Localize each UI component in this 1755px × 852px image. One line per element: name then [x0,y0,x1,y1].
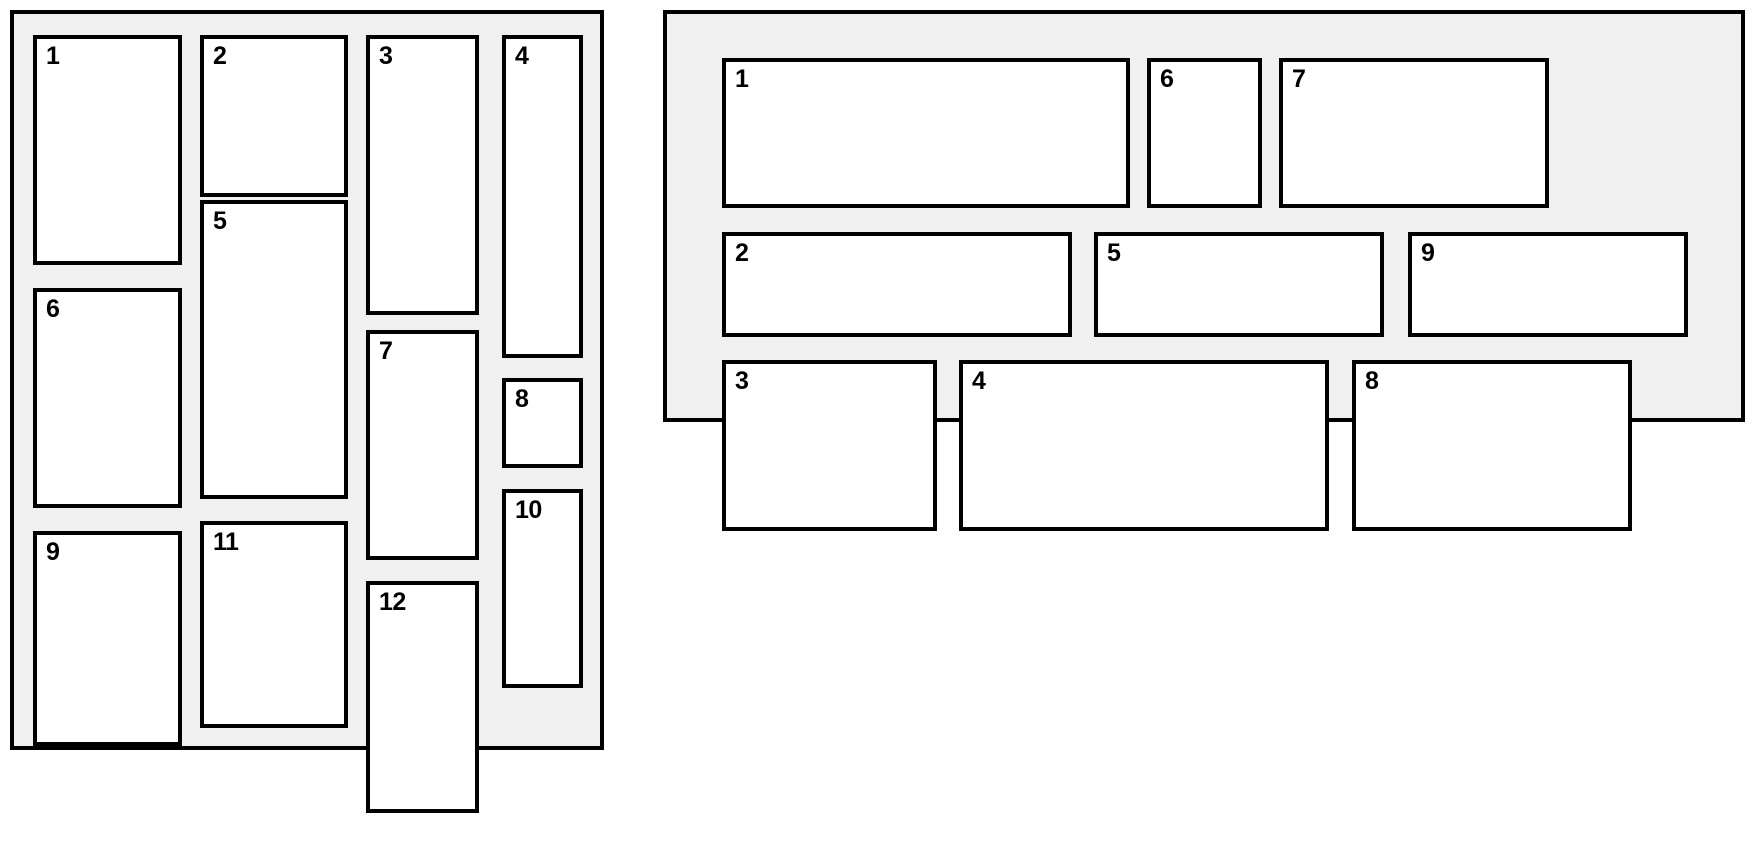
cell-label: 7 [379,337,393,365]
cell-label: 2 [735,239,749,267]
cell-label: 4 [515,42,529,70]
cell-12[interactable]: 12 [366,581,479,813]
cell-5[interactable]: 5 [1094,232,1384,337]
cell-6[interactable]: 6 [33,288,182,508]
cell-label: 3 [379,42,393,70]
cell-8[interactable]: 8 [502,378,583,468]
cell-label: 8 [1365,367,1379,395]
cell-1[interactable]: 1 [33,35,182,265]
right-panel: 1 6 7 2 5 9 3 4 8 [663,10,1745,531]
cell-label: 10 [515,496,542,524]
cell-label: 8 [515,385,529,413]
cell-6[interactable]: 6 [1147,58,1262,208]
cell-3[interactable]: 3 [722,360,937,531]
cell-label: 9 [1421,239,1435,267]
cell-label: 1 [46,42,60,70]
cell-2[interactable]: 2 [200,35,348,197]
cell-label: 1 [735,65,749,93]
cell-label: 6 [46,295,60,323]
cell-label: 2 [213,42,227,70]
cell-11[interactable]: 11 [200,521,348,728]
cell-5[interactable]: 5 [200,200,348,499]
cell-label: 6 [1160,65,1174,93]
cell-7[interactable]: 7 [366,330,479,560]
cell-label: 12 [379,588,406,616]
cell-4[interactable]: 4 [959,360,1329,531]
cell-7[interactable]: 7 [1279,58,1549,208]
cell-3[interactable]: 3 [366,35,479,315]
cell-label: 5 [213,207,227,235]
cell-2[interactable]: 2 [722,232,1072,337]
cell-1[interactable]: 1 [722,58,1130,208]
cell-9[interactable]: 9 [33,531,182,746]
cell-label: 5 [1107,239,1121,267]
cell-8[interactable]: 8 [1352,360,1632,531]
cell-label: 11 [213,528,239,556]
cell-10[interactable]: 10 [502,489,583,688]
cell-label: 3 [735,367,749,395]
cell-9[interactable]: 9 [1408,232,1688,337]
cell-label: 9 [46,538,60,566]
cell-label: 7 [1292,65,1306,93]
cell-4[interactable]: 4 [502,35,583,358]
cell-label: 4 [972,367,986,395]
